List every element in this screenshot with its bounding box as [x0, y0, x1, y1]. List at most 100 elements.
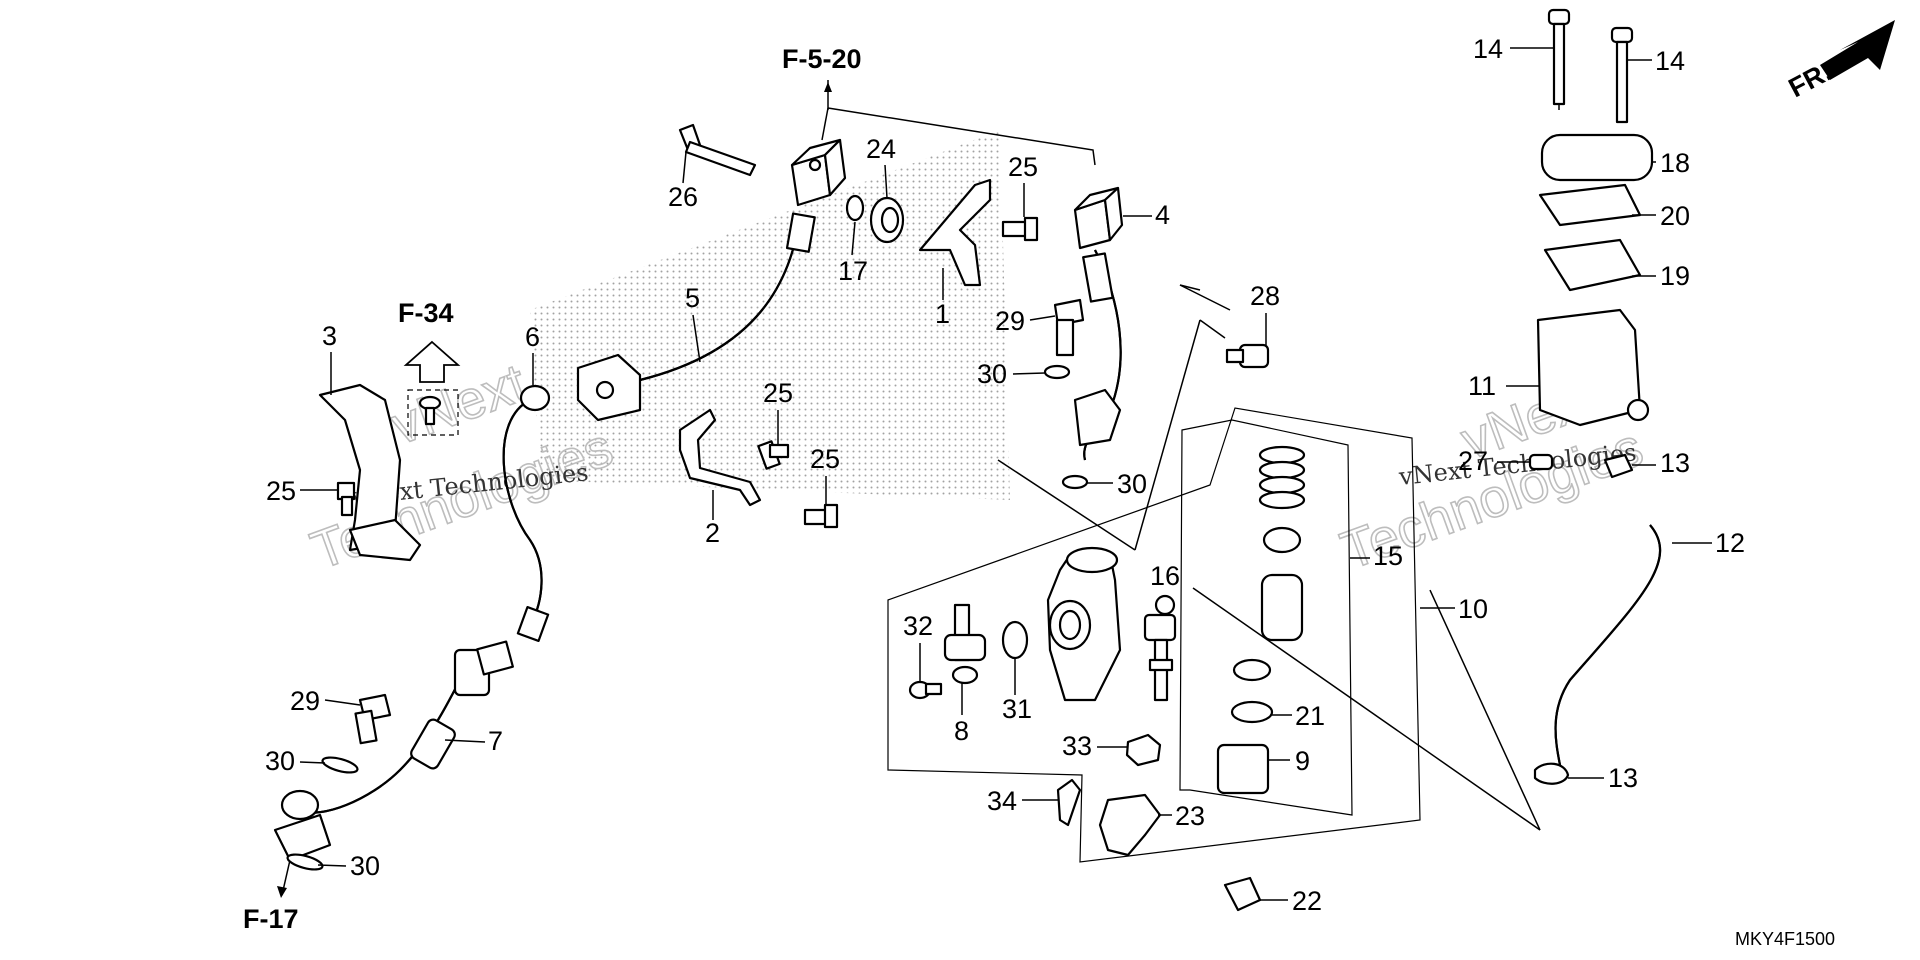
plate-20 — [1538, 183, 1642, 227]
grommet-24 — [869, 196, 905, 244]
brake-hose-4 — [1073, 249, 1122, 461]
label-p14a: 14 — [1473, 34, 1503, 64]
diagram-code: MKY4F1500 — [1735, 929, 1835, 949]
circlip-21 — [1230, 700, 1274, 724]
label-p23: 23 — [1175, 801, 1205, 831]
label-p13b: 13 — [1608, 763, 1638, 793]
screw-14-a — [1547, 8, 1571, 26]
bracket-2 — [678, 408, 762, 507]
label-p24: 24 — [866, 134, 896, 164]
brake-hose-5 — [576, 212, 816, 422]
label-p10: 10 — [1458, 594, 1488, 624]
screw-14-a-shank — [1552, 22, 1566, 106]
front-direction-arrow: FR. — [1784, 20, 1895, 103]
label-p12: 12 — [1715, 528, 1745, 558]
assembly-box-10 — [887, 407, 1421, 863]
label-p6: 6 — [525, 322, 540, 352]
label-p25b: 25 — [763, 378, 793, 408]
label-p29a: 29 — [290, 686, 320, 716]
label-p25d: 25 — [266, 476, 296, 506]
brake-hose-7 — [273, 640, 514, 862]
label-p26: 26 — [668, 182, 698, 212]
screw-icon — [418, 395, 442, 426]
screw-27 — [1528, 453, 1554, 471]
reservoir-hose-12 — [1554, 524, 1662, 766]
washer-17 — [845, 194, 865, 222]
label-p1: 1 — [935, 299, 950, 329]
clamp-13-a — [1603, 453, 1634, 479]
master-cylinder-body — [1046, 546, 1122, 702]
reservoir-11 — [1536, 308, 1650, 427]
washer-30-b — [286, 853, 324, 871]
bolt-29-left — [354, 693, 392, 745]
bolt-25-d — [336, 481, 356, 517]
diaphragm-19 — [1543, 238, 1642, 292]
assembly-box-15 — [1179, 419, 1353, 816]
label-p19: 19 — [1660, 261, 1690, 291]
boot-9 — [1216, 743, 1270, 795]
label-p29b: 29 — [995, 306, 1025, 336]
label-p7: 7 — [488, 726, 503, 756]
label-p3: 3 — [322, 321, 337, 351]
bolt-26 — [678, 123, 757, 177]
label-p22: 22 — [1292, 886, 1322, 916]
screw-32 — [908, 680, 943, 700]
label-p25a: 25 — [1008, 152, 1038, 182]
watermark-line1: vNext — [384, 353, 534, 457]
bolt-25-b — [757, 440, 790, 470]
bolt-25-a — [1001, 216, 1039, 242]
clip-22 — [1223, 876, 1262, 912]
label-p30b: 30 — [350, 851, 380, 881]
screw-14-b — [1610, 26, 1634, 44]
label-p16: 16 — [1150, 561, 1180, 591]
ref-f520: F-5-20 — [782, 44, 862, 74]
part-labels: 1 2 3 4 5 6 7 8 9 10 11 12 13 13 14 14 1 — [265, 34, 1745, 916]
label-p17: 17 — [838, 256, 868, 286]
label-p25c: 25 — [810, 444, 840, 474]
washer-30-c — [1043, 364, 1071, 380]
label-p21: 21 — [1295, 701, 1325, 731]
label-p18: 18 — [1660, 148, 1690, 178]
label-p30d: 30 — [1117, 469, 1147, 499]
washer-30-d — [1061, 474, 1089, 490]
label-p9: 9 — [1295, 746, 1310, 776]
label-p4: 4 — [1155, 200, 1170, 230]
fitting-8 — [943, 603, 987, 685]
spring — [1258, 445, 1306, 510]
label-p28: 28 — [1250, 281, 1280, 311]
bolt-25-c — [803, 503, 839, 529]
bolt-28 — [1225, 343, 1270, 369]
cup-b — [1232, 658, 1272, 682]
clevis-23 — [1098, 793, 1162, 857]
label-p2: 2 — [705, 518, 720, 548]
label-p30c: 30 — [977, 359, 1007, 389]
joint-block-4 — [1073, 186, 1124, 250]
joint-block-top — [790, 138, 847, 207]
label-p13a: 13 — [1660, 448, 1690, 478]
clamp-13-b — [1533, 762, 1570, 785]
label-p27: 27 — [1458, 446, 1488, 476]
label-p5: 5 — [685, 283, 700, 313]
o-ring-31 — [1001, 620, 1029, 660]
washer-30-a — [321, 756, 359, 774]
label-p8: 8 — [954, 716, 969, 746]
up-arrow-icon — [403, 340, 461, 383]
label-p34: 34 — [987, 786, 1017, 816]
pushrod-16 — [1143, 594, 1177, 702]
label-p11: 11 — [1468, 371, 1496, 401]
cup-a — [1262, 526, 1302, 554]
reservoir-cap-18 — [1540, 133, 1654, 182]
label-p15: 15 — [1373, 541, 1403, 571]
screw-14-b-shank — [1615, 40, 1629, 124]
ref-f34: F-34 — [398, 298, 454, 328]
piston — [1260, 573, 1304, 642]
label-p30a: 30 — [265, 746, 295, 776]
pin-34 — [1056, 778, 1082, 827]
label-p20: 20 — [1660, 201, 1690, 231]
nut-33 — [1125, 733, 1162, 767]
label-p14b: 14 — [1655, 46, 1685, 76]
brake-hose-6 — [502, 384, 551, 643]
bolt-29-right — [1053, 298, 1085, 357]
label-p32: 32 — [903, 611, 933, 641]
